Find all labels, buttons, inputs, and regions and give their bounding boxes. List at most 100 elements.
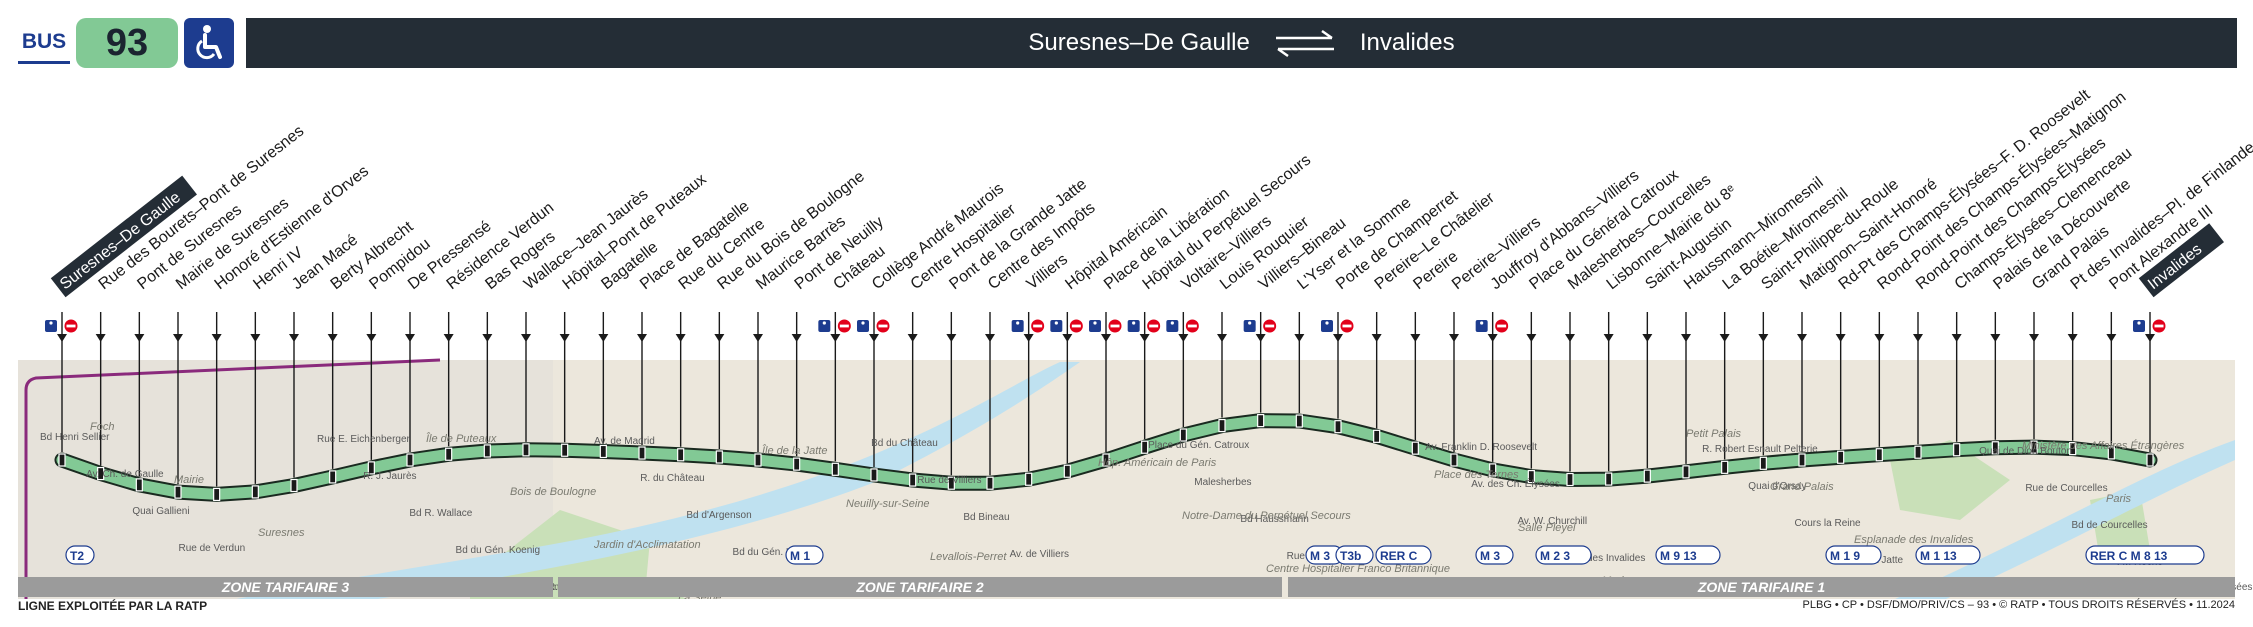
connection-badge-bg [1375, 545, 1432, 565]
stop-dot [1295, 414, 1303, 428]
no-entry-bar [1071, 324, 1081, 328]
direction-marker [946, 334, 957, 342]
stop-dot [290, 478, 298, 493]
stop-dot [367, 461, 375, 475]
place-label: Neuilly-sur-Seine [846, 498, 930, 510]
connection-label: M 2 3 [1540, 549, 1570, 563]
stop-dot [1914, 445, 1922, 459]
wheelchair-icon-head [861, 321, 865, 325]
stop-dot [1721, 460, 1729, 474]
connection-label: RER C M 8 13 [2090, 549, 2168, 563]
connection-label: T2 [70, 549, 84, 563]
stop-dot [135, 478, 143, 492]
stop-dot [1527, 469, 1535, 484]
zone-bar [558, 577, 1282, 597]
credits-note: PLBG • CP • DSF/DMO/PRIV/CS – 93 • © RAT… [1802, 599, 2235, 611]
street-label: Bd de Courcelles [2071, 520, 2147, 531]
stop-dot [58, 453, 66, 467]
place-label: Île de Puteaux [426, 432, 497, 445]
header: BUS 93 Suresnes–De Gaulle Invalides [0, 0, 2253, 80]
terminus-label-box [2138, 223, 2224, 298]
wheelchair-icon [818, 320, 831, 332]
connection-badge-bg [785, 545, 824, 565]
direction-marker [559, 334, 570, 342]
place-label: Grand Palais [1770, 481, 1834, 493]
wheelchair-icon-head [1480, 321, 1484, 325]
no-entry-bar [1342, 324, 1352, 328]
direction-marker [1023, 334, 1034, 342]
direction-marker [1255, 334, 1266, 342]
no-entry-bar [66, 324, 76, 328]
place-label: Salle Pleyel [1518, 522, 1576, 534]
stop-dot [1991, 441, 1999, 455]
zone-label: ZONE TARIFAIRE 1 [1697, 579, 1826, 595]
direction-marker [1410, 334, 1421, 342]
wheelchair-icon-head [1325, 321, 1329, 325]
stop-dot [715, 450, 723, 464]
no-entry-bar [839, 324, 849, 328]
stop-dot [174, 485, 182, 499]
stop-dot [1682, 465, 1690, 479]
street-label: Quai d'Orsay [1748, 481, 1806, 492]
direction-marker [1835, 334, 1846, 342]
direction-marker [289, 334, 299, 342]
direction-marker [1603, 334, 1614, 342]
stop-dot [1953, 443, 1961, 457]
stop-dot [445, 447, 453, 461]
direction-marker [173, 334, 183, 342]
direction-marker [1913, 334, 1923, 342]
no-entry-bar [1110, 324, 1120, 328]
stop-dot [1489, 463, 1497, 477]
direction-marker [1371, 334, 1382, 342]
direction-marker [211, 334, 222, 342]
stop-dot [1025, 472, 1033, 486]
stop-dot [1837, 450, 1845, 464]
stop-dot [831, 462, 839, 476]
direction-marker [405, 334, 415, 342]
stop-dot [329, 470, 337, 484]
stop-dot [1179, 428, 1187, 442]
direction-marker [482, 334, 493, 342]
direction-marker [250, 334, 261, 342]
stop-dot [1450, 453, 1458, 467]
direction-marker [1449, 334, 1459, 342]
street-label: Rue E. Eichenberger [317, 434, 411, 445]
place-label: Ministère des Affaires Étrangères [2022, 439, 2185, 452]
wheelchair-icon [1089, 320, 1101, 332]
connection-label: M 1 13 [1920, 549, 1957, 563]
stop-dot [754, 453, 762, 467]
zone-label: ZONE TARIFAIRE 3 [221, 579, 350, 595]
stop-dot [213, 487, 221, 502]
no-entry-bar [2154, 324, 2164, 328]
zone-label: ZONE TARIFAIRE 2 [855, 579, 984, 595]
stop-dot [522, 443, 530, 457]
stop-dot [251, 485, 259, 499]
place-label: Levallois-Perret [930, 551, 1007, 563]
stop-dot [677, 448, 685, 462]
wheelchair-icon-head [49, 321, 53, 325]
direction-marker [637, 334, 647, 342]
no-entry-bar [878, 324, 888, 328]
direction-marker [1758, 334, 1769, 342]
street-label: Rue de Courcelles [2025, 483, 2107, 494]
direction-marker [1294, 334, 1305, 342]
direction-marker [366, 334, 377, 342]
street-label: Rue de Villiers [917, 475, 981, 486]
wheelchair-icon [45, 320, 57, 332]
two-way-arrows-icon [1275, 29, 1334, 58]
wheelchair-icon-head [1016, 321, 1020, 325]
stop-dot [870, 468, 878, 482]
wheelchair-icon-head [2137, 321, 2141, 325]
street-label: Bd du Château [871, 438, 938, 449]
destination-label: Invalides [1359, 29, 1455, 56]
connection-badge-bg [1915, 545, 1981, 565]
direction-marker [443, 334, 454, 342]
stop-dot [1218, 418, 1226, 433]
no-entry-bar [1265, 324, 1275, 328]
connection-label: M 3 [1480, 549, 1500, 563]
direction-marker [1217, 334, 1227, 342]
zone-bar [1288, 577, 2235, 597]
stop-dot [1257, 414, 1265, 428]
